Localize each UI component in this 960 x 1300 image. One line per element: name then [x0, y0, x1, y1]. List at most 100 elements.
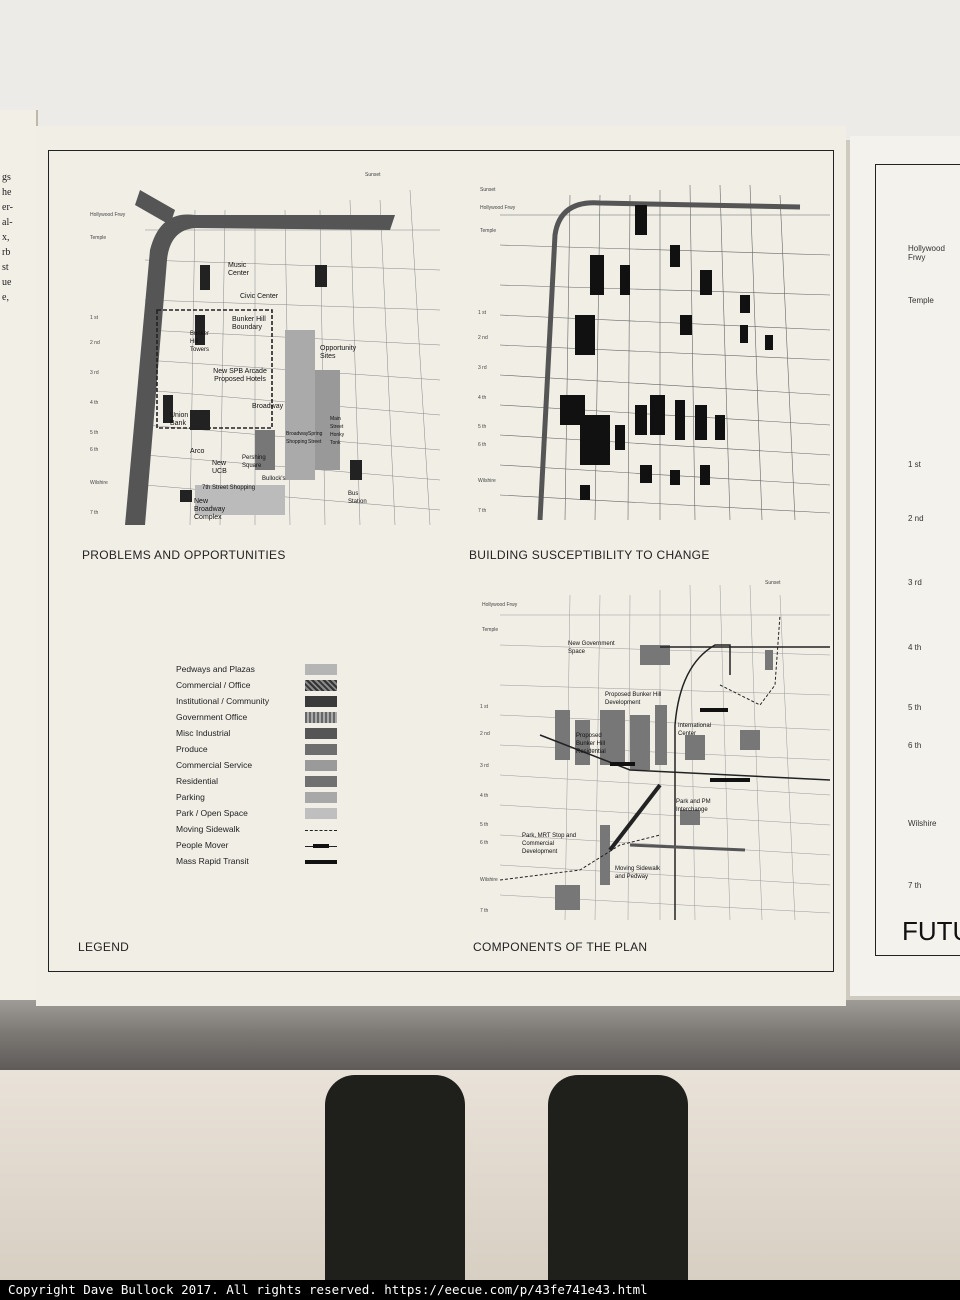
legend-item-label: Park / Open Space [176, 808, 248, 818]
right-street-label: 5 th [908, 703, 922, 712]
copyright-bar: Copyright Dave Bullock 2017. All rights … [0, 1280, 960, 1300]
map-label-bullocks: Bullock's [262, 476, 286, 482]
street-label: 5 th [480, 822, 489, 828]
right-street-label: 1 st [908, 460, 921, 469]
right-page-heading: FUTU [902, 916, 960, 946]
caption-building-susceptibility: BUILDING SUSCEPTIBILITY TO CHANGE [469, 548, 710, 562]
fragment: er- [2, 202, 13, 213]
street-label: Sunset [480, 187, 496, 193]
problems-map [125, 189, 440, 526]
right-street-label: 2 nd [908, 514, 924, 523]
fragment: rb [2, 247, 11, 258]
right-leg [548, 1075, 688, 1285]
fragment: st [2, 262, 9, 273]
right-street-label: 6 th [908, 741, 922, 750]
map-label-bus-station: Bus Station [348, 491, 367, 505]
street-label: 6 th [478, 442, 487, 448]
map-label-union-bank: Union Bank [170, 412, 189, 427]
map-label-park-mrt: Park, MRT Stop and Commercial Developmen… [522, 833, 577, 855]
right-street-label: Wilshire [908, 819, 937, 828]
caption-problems-opportunities: PROBLEMS AND OPPORTUNITIES [82, 548, 286, 562]
right-street-label: 4 th [908, 643, 922, 652]
street-label: Hollywood Frwy [480, 205, 516, 211]
street-label: 3 rd [478, 365, 487, 371]
street-label: Sunset [365, 172, 381, 178]
street-label: Temple [480, 228, 497, 234]
street-label: 4 th [478, 395, 487, 401]
map-label-new-ucb: New UCB [212, 460, 227, 475]
map-label-7th-street: 7th Street Shopping [202, 485, 256, 491]
legend-item-label: Parking [176, 792, 205, 802]
street-label: 3 rd [90, 370, 99, 376]
legend-swatch-pedways [305, 664, 337, 675]
legend-swatch-produce [305, 744, 337, 755]
legend-swatch-government [305, 712, 337, 723]
map-label-bunker-hill-development: Proposed Bunker Hill Development [605, 692, 662, 706]
street-label: 2 nd [480, 731, 490, 737]
street-label: 5 th [90, 430, 99, 436]
street-label: 3 rd [480, 763, 489, 769]
street-label: Sunset [765, 580, 781, 586]
street-label: 2 nd [90, 340, 100, 346]
street-label: Hollywood Frwy [90, 212, 126, 218]
street-label: Temple [482, 627, 499, 633]
map-label-bunker-hill-residential: Proposed Bunker Hill Residential [576, 733, 606, 755]
map-label-opportunity-sites: Opportunity Sites [320, 345, 357, 360]
legend-item-label: Institutional / Community [176, 696, 270, 706]
fragment: x, [2, 232, 10, 243]
legend-swatch-parking [305, 792, 337, 803]
legend-item-label: Produce [176, 744, 208, 754]
street-label: 4 th [90, 400, 99, 406]
legend-item-label: Residential [176, 776, 219, 786]
map-label-moving-sidewalk: Moving Sidewalk and Pedway [615, 866, 661, 880]
legend-item-label: Pedways and Plazas [176, 664, 255, 674]
legend-swatch-park [305, 808, 337, 819]
caption-components: COMPONENTS OF THE PLAN [473, 940, 648, 954]
legend-swatch-moving-sidewalk [305, 830, 337, 831]
street-label: 7 th [90, 510, 99, 516]
map-label-bunker-hill-boundary: Bunker Hill Boundary [232, 316, 266, 331]
components-map [500, 584, 830, 920]
legend-swatch-industrial [305, 728, 337, 739]
map-label-main-street: Main Street Honky Tonk [330, 416, 345, 446]
street-label: Wilshire [480, 877, 498, 883]
legend-item-label: Commercial / Office [176, 680, 251, 690]
legend-swatch-institutional [305, 696, 337, 707]
street-label: Wilshire [478, 478, 496, 484]
fragment: e, [2, 292, 9, 303]
street-label: 7 th [478, 508, 487, 514]
right-street-label: Temple [908, 296, 934, 305]
street-label: Wilshire [90, 480, 108, 486]
legend-swatch-commercial-service [305, 760, 337, 771]
page-frame [48, 150, 834, 972]
legend-title: LEGEND [78, 940, 130, 954]
right-page-frame [875, 164, 960, 956]
street-label: 1 st [90, 315, 99, 321]
left-leg [325, 1075, 465, 1285]
legend-item-label: Misc Industrial [176, 728, 231, 738]
map-label-international-center: International Center [678, 723, 712, 737]
fragment: ue [2, 277, 12, 288]
street-label: 1 st [480, 704, 489, 710]
legend-item-label: People Mover [176, 840, 229, 850]
map-label-music-center: Music Center [228, 262, 250, 277]
street-label: Temple [90, 235, 107, 241]
street-label: 5 th [478, 424, 487, 430]
map-label-civic-center: Civic Center [240, 293, 279, 300]
legend-item-label: Government Office [176, 712, 248, 722]
street-label: 6 th [480, 840, 489, 846]
map-label-broadway-shopping: Broadway Shopping [286, 431, 309, 445]
floor [0, 1070, 960, 1280]
map-label-arco: Arco [190, 448, 205, 455]
legend-swatch-residential [305, 776, 337, 787]
right-street-label: 7 th [908, 881, 922, 890]
map-label-park-pm: Park and PM Interchange [676, 799, 711, 813]
map-label-new-government: New Government Space [568, 641, 615, 655]
map-label-broadway: Broadway [252, 403, 284, 410]
right-page [850, 136, 960, 996]
fragment: he [2, 187, 12, 198]
legend-swatch-commercial [305, 680, 337, 691]
right-street-label: Hollywood Frwy [908, 244, 945, 262]
street-label: Hollywood Frwy [482, 602, 518, 608]
street-label: 6 th [90, 447, 99, 453]
